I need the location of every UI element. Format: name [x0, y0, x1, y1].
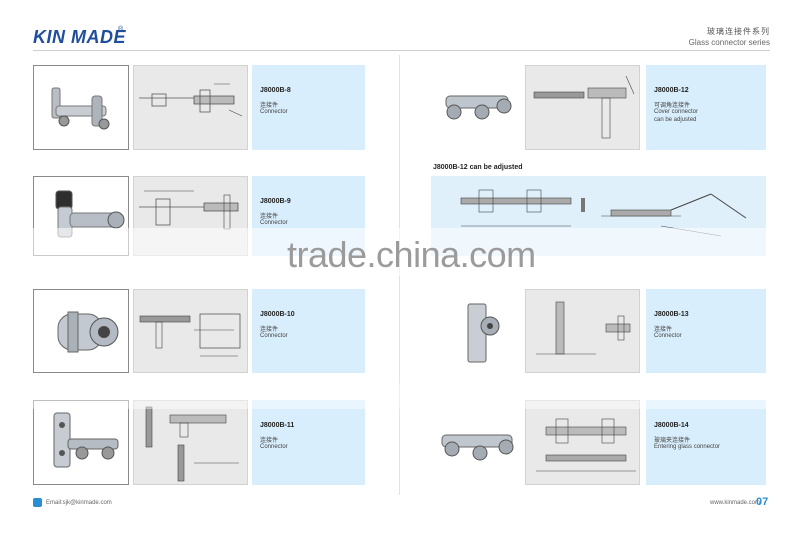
- watermark-text: trade.china.com: [287, 234, 536, 275]
- product-name-en: Connector: [260, 333, 288, 339]
- technical-drawing-j8000b-11: [133, 400, 248, 485]
- drawing-lines: [139, 313, 241, 357]
- drawing-lines: [536, 418, 636, 472]
- product-name-cn: 可调角连接件: [654, 102, 691, 109]
- technical-drawing-j8000b-8: [133, 65, 248, 150]
- product-name-en: Connector: [260, 109, 288, 115]
- product-name-cn: 连接件: [260, 437, 279, 444]
- footer-email: Email:sjk@kinmade.com: [46, 500, 112, 506]
- drawing-lines: [139, 83, 243, 117]
- technical-drawing-j8000b-13: [525, 289, 640, 373]
- drawing-lines: [536, 301, 631, 355]
- product-name-cn: 连接件: [260, 102, 279, 109]
- footer-website: www.kinmade.com: [710, 500, 761, 506]
- technical-drawing-j8000b-10: [133, 289, 248, 373]
- product-code: J8000B-12: [654, 87, 689, 94]
- series-title-cn: 玻璃连接件系列: [707, 27, 770, 36]
- spec-label-j8000b-12: J8000B-12 可调角连接件 Cover connector can be …: [646, 65, 766, 150]
- product-code: J8000B-14: [654, 422, 689, 429]
- product-name-cn: 连接件: [654, 326, 673, 333]
- connector-image: [467, 303, 500, 363]
- product-name-en: Entering glass connector: [654, 444, 721, 450]
- product-name-en: Connector: [654, 333, 682, 339]
- watermark-band: [0, 228, 800, 276]
- technical-drawing-j8000b-14: [525, 400, 640, 485]
- header-divider: [33, 50, 770, 51]
- spec-label-j8000b-10: J8000B-10 连接件 Connector: [252, 289, 365, 373]
- product-name-en: Cover connector: [654, 109, 699, 115]
- connector-image: [441, 434, 514, 461]
- product-code: J8000B-9: [260, 198, 291, 205]
- product-name-cn: 连接件: [260, 213, 279, 220]
- product-name-en: Connector: [260, 444, 288, 450]
- product-name-cn: 连接件: [260, 326, 279, 333]
- connector-image: [57, 311, 119, 353]
- connector-image: [51, 87, 110, 130]
- drawing-lines: [145, 406, 239, 482]
- product-code: J8000B-11: [260, 422, 295, 429]
- series-title-en: Glass connector series: [688, 38, 770, 47]
- product-photo-j8000b-8: [33, 65, 129, 150]
- registered-mark: ®: [118, 26, 124, 33]
- adjustable-section-title: J8000B-12 can be adjusted: [433, 164, 523, 171]
- product-photo-j8000b-11: [33, 400, 129, 485]
- spec-label-j8000b-13: J8000B-13 连接件 Connector: [646, 289, 766, 373]
- brand-logo: KIN MADE: [33, 27, 126, 47]
- spec-label-j8000b-14: J8000B-14 玻璃夹连接件 Entering glass connecto…: [646, 400, 766, 485]
- drawing-lines: [533, 75, 635, 139]
- product-name-en-line2: can be adjusted: [654, 117, 697, 123]
- watermark-band-lower: [0, 383, 800, 409]
- product-photo-j8000b-12: [431, 65, 521, 150]
- footer-logo-icon: [33, 498, 42, 507]
- spec-label-j8000b-11: J8000B-11 连接件 Connector: [252, 400, 365, 485]
- product-code: J8000B-8: [260, 87, 291, 94]
- product-code: J8000B-10: [260, 311, 295, 318]
- technical-drawing-j8000b-12: [525, 65, 640, 150]
- spec-label-j8000b-8: J8000B-8 连接件 Connector: [252, 65, 365, 150]
- page-number: 07: [756, 496, 769, 508]
- product-photo-j8000b-14: [431, 400, 521, 485]
- product-name-en: Connector: [260, 220, 288, 226]
- product-photo-j8000b-13: [431, 289, 521, 373]
- product-code: J8000B-13: [654, 311, 689, 318]
- product-photo-j8000b-10: [33, 289, 129, 373]
- product-name-cn: 玻璃夹连接件: [654, 437, 691, 444]
- connector-image: [445, 95, 512, 120]
- connector-image: [53, 412, 119, 468]
